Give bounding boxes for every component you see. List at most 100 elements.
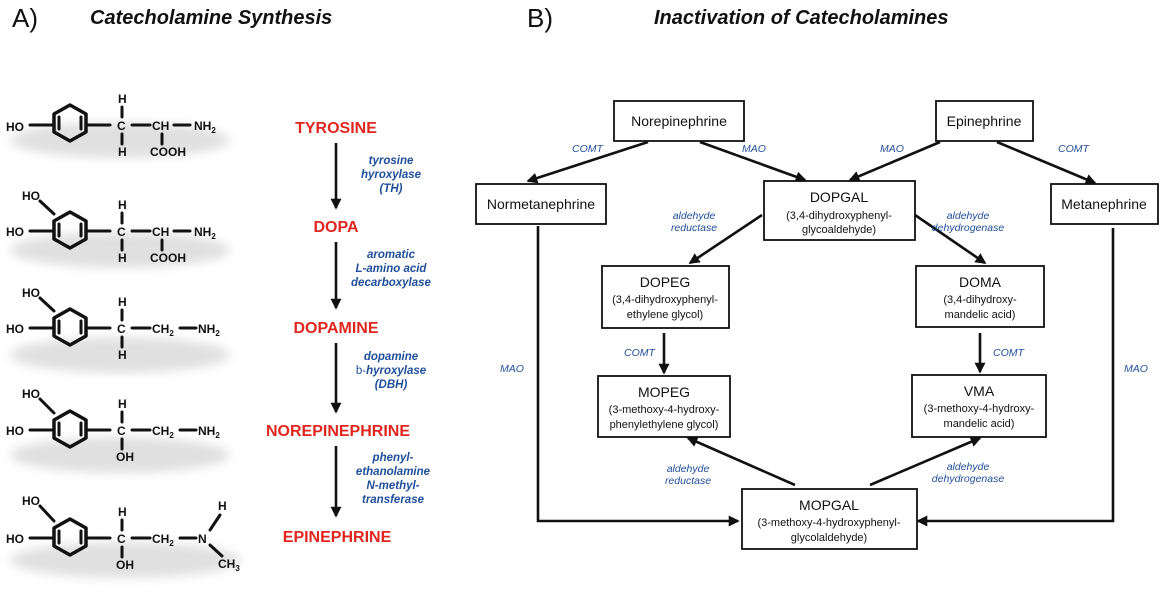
- enzyme-aldehyde-reductase-label: reductase: [665, 475, 711, 487]
- enzyme-line: hyroxylase: [366, 365, 427, 377]
- bond: [38, 504, 56, 523]
- enzyme-mao-label: MAO: [1124, 363, 1148, 375]
- node-sub-label: mandelic acid): [944, 418, 1015, 430]
- node-box: [911, 374, 1047, 438]
- h-label: H: [218, 499, 227, 513]
- node-box: [935, 100, 1034, 142]
- compound-epinephrine: EPINEPHRINE: [283, 529, 392, 546]
- structure-epinephrine: HO HO H C OH CH2 N H CH3: [6, 494, 240, 578]
- compound-norepinephrine: NOREPINEPHRINE: [266, 423, 410, 440]
- node-sub-label: ethylene glycol): [627, 309, 703, 321]
- structure-shadow: [10, 337, 230, 373]
- h-label: H: [118, 92, 127, 106]
- node-sub-label: (3,4-dihydroxy-: [943, 294, 1017, 306]
- enzyme-line: tyrosine: [369, 155, 414, 167]
- enzyme-line: N-methyl-: [366, 480, 419, 492]
- enzyme-comt-label: COMT: [572, 143, 604, 155]
- ho-label: HO: [22, 494, 40, 508]
- node-dopgal: DOPGAL (3,4-dihydroxyphenyl- glycoaldehy…: [763, 180, 916, 241]
- node-box: [597, 375, 731, 438]
- enzyme-comt-label: COMT: [1058, 143, 1090, 155]
- node-doma: DOMA (3,4-dihydroxy- mandelic acid): [915, 265, 1045, 328]
- c-label: C: [117, 225, 126, 239]
- benzene-ring: [52, 517, 88, 557]
- panel-b-title: Inactivation of Catecholamines: [654, 7, 949, 29]
- nh2-label: NH2: [198, 424, 220, 440]
- ho-label: HO: [6, 120, 24, 134]
- node-sub-label: (3,4-dihydroxyphenyl-: [612, 294, 718, 306]
- enzyme-line: decarboxylase: [351, 277, 432, 289]
- node-box: [741, 488, 918, 550]
- n-label: N: [198, 532, 207, 546]
- c-label: C: [117, 532, 126, 546]
- enzyme-aldehyde-reductase-label: reductase: [671, 222, 717, 234]
- arrow-epi-to-metanephrine: [996, 140, 1097, 185]
- node-box: [475, 183, 607, 225]
- arrow-normetanephrine-to-mopgal: [536, 226, 740, 527]
- enzyme-aldehyde-reductase-label: aldehyde: [673, 210, 716, 222]
- enzyme-tyrosine-hydroxylase: tyrosine hyroxylase (TH): [361, 155, 422, 195]
- panel-a-letter: A): [12, 3, 38, 33]
- ho-label: HO: [6, 424, 24, 438]
- panel-b: B) Inactivation of Catecholamines Norepi…: [475, 3, 1159, 550]
- h-label: H: [118, 397, 127, 411]
- node-box: [601, 265, 730, 329]
- h-label: H: [118, 198, 127, 212]
- ho-label: HO: [22, 387, 40, 401]
- node-label: VMA: [964, 383, 995, 399]
- benzene-ring: [52, 210, 88, 250]
- ho-label: HO: [22, 189, 40, 203]
- node-vma: VMA (3-methoxy-4-hydroxy- mandelic acid): [911, 374, 1047, 438]
- oh-label: OH: [116, 450, 134, 464]
- arrow-mopgal-to-vma: [869, 436, 982, 487]
- node-label: Metanephrine: [1061, 196, 1147, 212]
- arrow-mopgal-to-mopeg: [686, 436, 796, 487]
- node-label: DOMA: [959, 274, 1002, 290]
- node-sub-label: (3,4-dihydroxyphenyl-: [786, 210, 892, 222]
- enzyme-aldehyde-dehydrogenase-label: dehydrogenase: [932, 473, 1005, 485]
- nh2-label: NH2: [194, 119, 216, 135]
- structure-norepinephrine: HO HO H C OH CH2 NH2: [6, 387, 230, 473]
- node-sub-label: (3-methoxy-4-hydroxy-: [609, 404, 720, 416]
- node-label: DOPEG: [640, 274, 691, 290]
- enzyme-aromatic-decarboxylase: aromatic L-amino acid decarboxylase: [351, 249, 432, 289]
- arrow-dopgal-to-dopeg: [688, 213, 763, 265]
- node-box: [1050, 183, 1159, 225]
- nh2-label: NH2: [198, 322, 220, 338]
- panel-a-title: Catecholamine Synthesis: [90, 7, 332, 29]
- arrow-ne-to-dopgal: [699, 140, 807, 182]
- node-label: Norepinephrine: [631, 113, 727, 129]
- node-label: DOPGAL: [810, 189, 869, 205]
- ch2-label: CH2: [152, 424, 174, 440]
- enzyme-aldehyde-reductase-label: aldehyde: [667, 463, 710, 475]
- enzyme-line: ethanolamine: [356, 466, 431, 478]
- ho-label: HO: [6, 225, 24, 239]
- node-sub-label: glycolaldehyde): [791, 532, 867, 544]
- enzyme-prefix: b-: [356, 365, 366, 377]
- node-box: [613, 100, 745, 142]
- bond: [38, 296, 56, 313]
- compound-tyrosine: TYROSINE: [295, 120, 377, 137]
- enzyme-line: transferase: [362, 494, 425, 506]
- enzyme-aldehyde-dehydrogenase-label: aldehyde: [947, 210, 990, 222]
- nh2-label: NH2: [194, 225, 216, 241]
- arrow-dopgal-to-doma: [914, 213, 987, 265]
- structure-shadow: [10, 542, 240, 578]
- h-label: H: [118, 295, 127, 309]
- node-dopeg: DOPEG (3,4-dihydroxyphenyl- ethylene gly…: [601, 265, 730, 329]
- node-sub-label: (3-methoxy-4-hydroxy-: [924, 403, 1035, 415]
- c-label: C: [117, 424, 126, 438]
- benzene-ring: [52, 409, 88, 449]
- enzyme-pnmt: phenyl- ethanolamine N-methyl- transfera…: [356, 452, 431, 506]
- enzyme-line: hyroxylase: [361, 169, 422, 181]
- enzyme-mao-label: MAO: [880, 143, 904, 155]
- structure-dopa: HO HO H C H CH NH2 COOH: [6, 189, 230, 268]
- structure-tyrosine: HO H C H CH NH2 COOH: [6, 92, 230, 159]
- enzyme-mao-label: MAO: [500, 363, 524, 375]
- node-sub-label: (3-methoxy-4-hydroxyphenyl-: [757, 517, 900, 529]
- enzyme-line: phenyl-: [372, 452, 414, 464]
- structure-shadow: [10, 122, 230, 158]
- enzyme-dopamine-hydroxylase: dopamine b-hyroxylase (DBH): [356, 351, 427, 391]
- bond: [38, 199, 56, 216]
- node-box: [763, 180, 916, 241]
